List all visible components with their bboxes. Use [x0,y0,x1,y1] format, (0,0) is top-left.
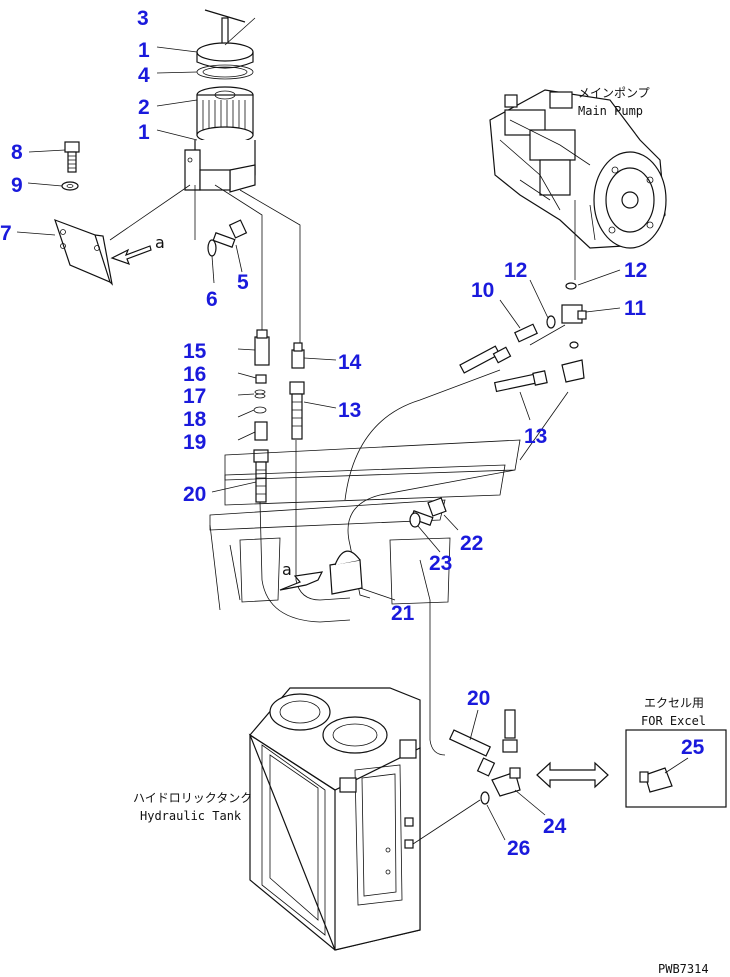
hydraulic-tank-label-jp: ハイドロリックタンク [133,791,252,805]
callout-2: 2 [138,96,150,119]
fittings-right [459,282,587,461]
callout-1-cap: 1 [138,39,150,62]
callout-26: 26 [507,837,530,860]
filter-assembly [184,9,256,193]
callout-25: 25 [681,736,705,759]
callout-6: 6 [206,288,218,311]
callout-22: 22 [460,532,483,555]
main-pump-label-en: Main Pump [578,104,643,118]
main-pump [489,89,667,280]
hydraulic-tank-label-en: Hydraulic Tank [140,809,242,823]
callout-19: 19 [183,431,206,454]
callout-16: 16 [183,363,206,386]
callout-11: 11 [624,297,647,320]
callout-1-housing: 1 [138,121,150,144]
excel-label-en: FOR Excel [641,714,706,728]
callout-14: 14 [338,351,362,374]
detail-mark-a-upper: a [155,233,165,252]
excel-box [625,729,727,808]
washer-23 [409,512,421,528]
double-arrow [536,761,609,789]
callout-3: 3 [137,7,149,30]
main-pump-label-jp: メインポンプ [578,86,650,100]
hydraulic-tank [248,687,481,951]
callout-numbers: 3 1 4 2 1 8 9 7 6 5 15 16 17 18 19 20 14… [0,7,705,860]
fittings-tank [448,709,521,805]
washer-6 [207,239,217,257]
callout-7: 7 [0,222,12,245]
bolt-5 [212,219,248,248]
bolt-8 [64,141,80,173]
callout-24: 24 [543,815,567,838]
leader-lines [109,17,301,350]
callout-8: 8 [11,141,23,164]
callout-13-left: 13 [338,399,361,422]
number-leaders [16,46,621,841]
callout-18: 18 [183,408,207,431]
hose-routes [209,369,521,756]
fittings-left-column [253,329,305,503]
callout-10: 10 [471,279,494,302]
clamp-21 [279,550,363,595]
callout-20-upper: 20 [183,483,206,506]
callout-21: 21 [391,602,415,625]
detail-mark-a-lower: a [282,560,292,579]
plate-7 [54,218,152,286]
callout-20-lower: 20 [467,687,490,710]
washer-9 [61,181,79,191]
callout-5: 5 [237,271,249,294]
callout-23: 23 [429,552,452,575]
callout-9: 9 [11,174,23,197]
figure-reference: PWB7314 [658,962,709,976]
excel-label-jp: エクセル用 [644,696,704,710]
callout-4: 4 [138,64,150,87]
callout-15: 15 [183,340,207,363]
callout-12-left: 12 [504,259,527,282]
callout-12-right: 12 [624,259,647,282]
callout-13-right: 13 [524,425,547,448]
callout-17: 17 [183,385,206,408]
